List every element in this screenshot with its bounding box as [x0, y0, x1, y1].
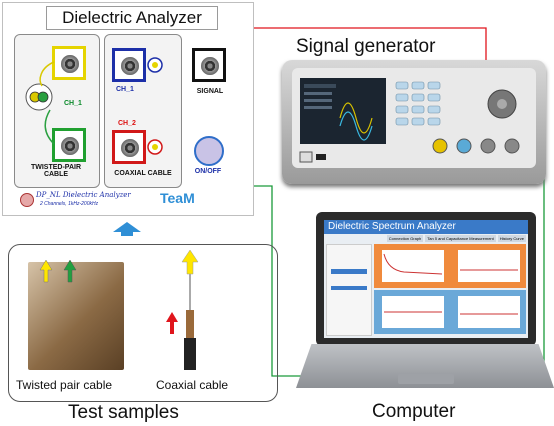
app-sidebar	[326, 244, 372, 336]
app-plots	[374, 244, 526, 334]
ch1-label: CH_1	[116, 86, 134, 93]
blue-up-arrow	[113, 222, 141, 236]
twisted-pair-cross-section-icon	[25, 83, 53, 111]
twisted-pair-arrows	[39, 259, 77, 283]
ch2-label: CH_2	[118, 120, 136, 127]
twisted-wires	[39, 61, 55, 145]
signal-generator-screen	[300, 78, 386, 144]
app-title: Dielectric Spectrum Analyzer	[328, 221, 456, 232]
ch2-connector[interactable]	[112, 130, 146, 164]
connector-jack-icon	[61, 55, 79, 73]
signal-generator-label: Signal generator	[296, 36, 436, 57]
onoff-button[interactable]	[194, 136, 224, 166]
laptop-touchpad	[398, 374, 454, 384]
twisted-pair-caption: Twisted pair cable	[16, 378, 113, 392]
twisted-pair-label: TWISTED-PAIR CABLE	[30, 164, 82, 178]
coaxial-caption: Coaxial cable	[156, 378, 229, 392]
brand-subtitle: 2 Channels, 1kHz-200kHz	[40, 201, 99, 207]
signal-label: SIGNAL	[196, 88, 224, 95]
team-logo: TeaM	[160, 190, 195, 206]
tab-connection-graph[interactable]: Connection Graph	[386, 235, 424, 242]
tab-tan-delta[interactable]: Tan δ and Capacitance Measurement	[425, 235, 496, 242]
onoff-label: ON/OFF	[194, 168, 222, 175]
twisted-ch1-label: CH_1	[64, 100, 82, 107]
ch2-pin-icon	[147, 139, 163, 155]
signal-connector[interactable]	[192, 48, 226, 82]
connector-jack-icon	[121, 57, 139, 75]
twisted-bottom-connector[interactable]	[52, 128, 86, 162]
connector-jack-icon	[201, 57, 219, 75]
connector-jack-icon	[61, 137, 79, 155]
ch1-connector[interactable]	[112, 48, 146, 82]
app-tabs: Connection Graph Tan δ and Capacitance M…	[324, 234, 528, 243]
analyzer-title: Dielectric Analyzer	[46, 6, 218, 30]
twisted-top-connector[interactable]	[52, 46, 86, 80]
brand-title: DP_NL Dielectric Analyzer	[36, 191, 131, 199]
test-samples-box	[8, 244, 278, 402]
app-title-bar: Dielectric Spectrum Analyzer	[324, 220, 528, 234]
power-button-icon[interactable]	[298, 150, 338, 166]
test-samples-label: Test samples	[68, 402, 179, 423]
tab-history-curve[interactable]: History Curve	[497, 235, 526, 242]
laptop-screen: Dielectric Spectrum Analyzer Connection …	[324, 220, 528, 338]
connector-jack-icon	[121, 139, 139, 157]
coaxial-label: COAXIAL CABLE	[114, 170, 172, 177]
waveform-icon	[304, 84, 373, 141]
brand-logo-icon	[20, 193, 34, 207]
ch1-pin-icon	[147, 57, 163, 73]
green-line-analyzer	[252, 185, 318, 377]
coaxial-cable-photo	[166, 250, 199, 370]
signal-generator-keypad[interactable]	[392, 80, 532, 164]
computer-label: Computer	[372, 401, 456, 422]
